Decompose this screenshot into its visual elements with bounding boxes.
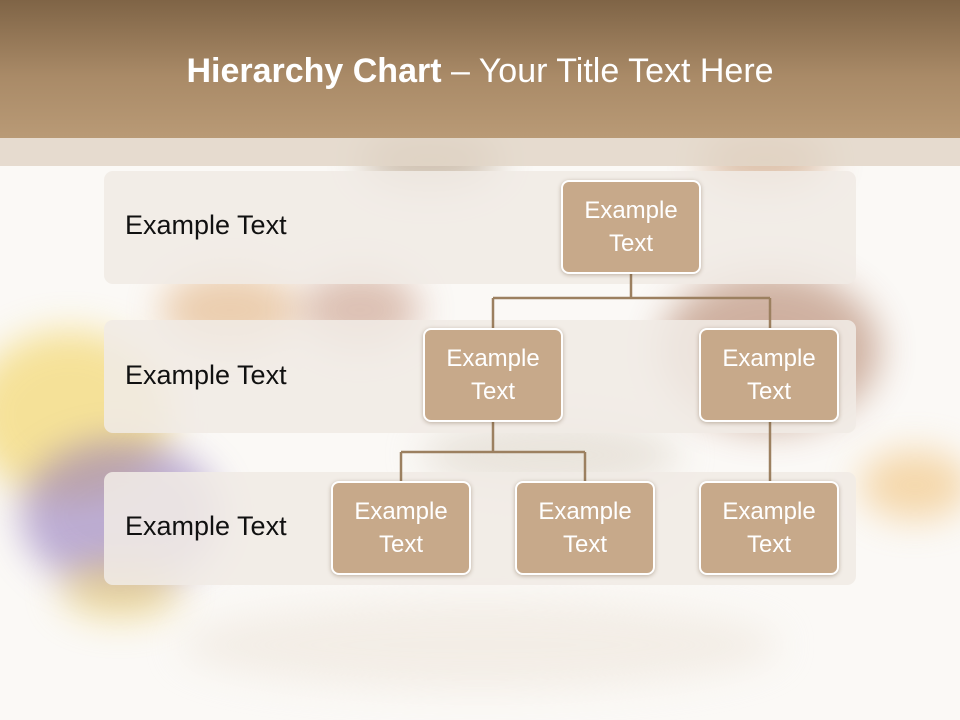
node-level3-b[interactable]: Example Text [515,481,655,575]
connector-root-to-level2 [491,274,772,329]
node-level2-right-label: Example Text [722,345,816,405]
row-label-1: Example Text [125,210,287,240]
title-underband [0,138,960,166]
row-band-1 [104,171,856,284]
slide-title-rest: – Your Title Text Here [441,52,774,90]
slide-title: Hierarchy Chart – Your Title Text Here [0,52,960,91]
node-root-label: Example Text [584,197,678,257]
node-level2-right[interactable]: Example Text [699,328,839,422]
title-bar [0,0,960,138]
node-level3-c-label: Example Text [722,498,816,558]
node-level3-b-label: Example Text [538,498,632,558]
node-level2-left[interactable]: Example Text [423,328,563,422]
node-level2-left-label: Example Text [446,345,540,405]
slide-title-bold: Hierarchy Chart [186,52,442,90]
connector-left-to-level3 [399,422,587,482]
node-level3-a[interactable]: Example Text [331,481,471,575]
node-level3-a-label: Example Text [354,498,448,558]
row-label-3: Example Text [125,511,287,541]
node-root[interactable]: Example Text [561,180,701,274]
row-label-2: Example Text [125,360,287,390]
node-level3-c[interactable]: Example Text [699,481,839,575]
